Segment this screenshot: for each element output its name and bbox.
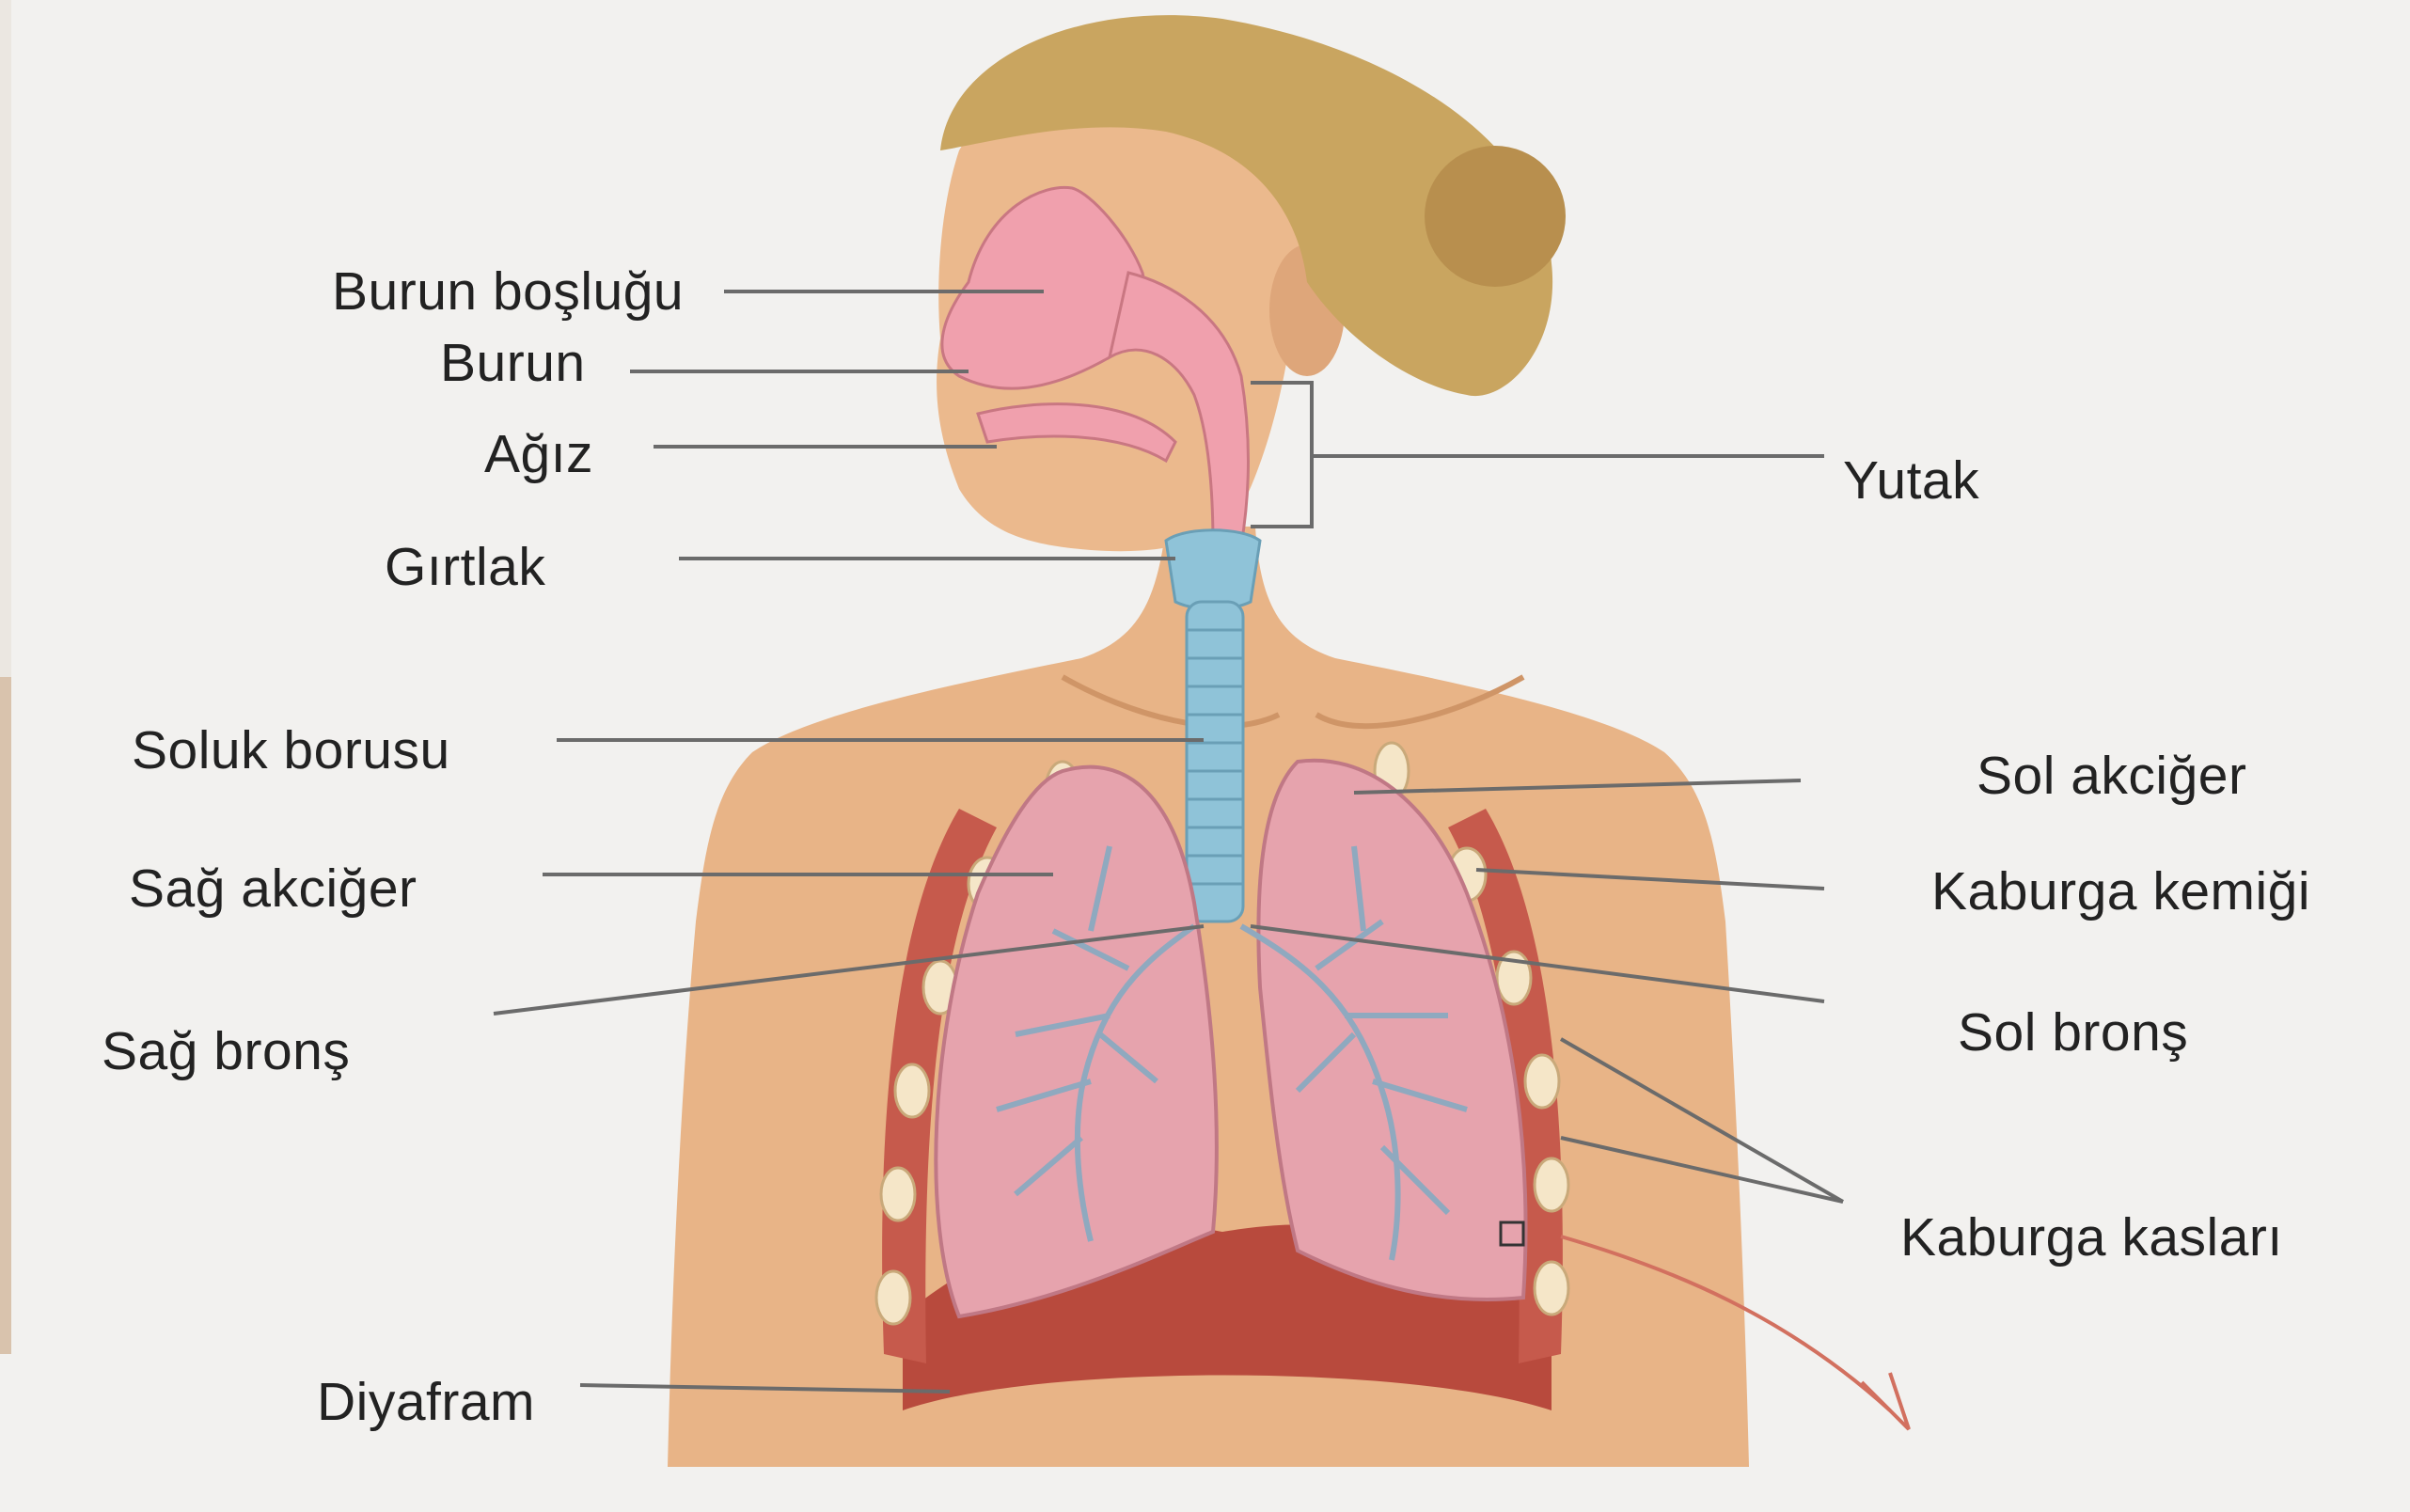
hair-bun: [1425, 146, 1566, 287]
head: [937, 15, 1566, 608]
label-sol-akciger: Sol akciğer: [1977, 745, 2246, 807]
label-soluk-borusu: Soluk borusu: [132, 719, 450, 781]
label-kaburga-kemigi: Kaburga kemiği: [1931, 860, 2310, 922]
label-burun-boslugu: Burun boşluğu: [332, 260, 684, 323]
leader-yutak: [1251, 383, 1824, 527]
label-sol-brons: Sol bronş: [1958, 1001, 2188, 1063]
label-sag-brons: Sağ bronş: [102, 1020, 350, 1082]
label-yutak: Yutak: [1843, 449, 1979, 512]
label-kaburga-kaslari: Kaburga kasları: [1900, 1206, 2283, 1268]
larynx-shape: [1166, 530, 1260, 609]
label-sag-akciger: Sağ akciğer: [129, 858, 417, 920]
label-girtlak: Gırtlak: [385, 536, 545, 598]
trachea: [1187, 602, 1243, 921]
label-agiz: Ağız: [484, 423, 593, 485]
label-burun: Burun: [440, 332, 586, 394]
label-diyafram: Diyafram: [317, 1371, 535, 1433]
